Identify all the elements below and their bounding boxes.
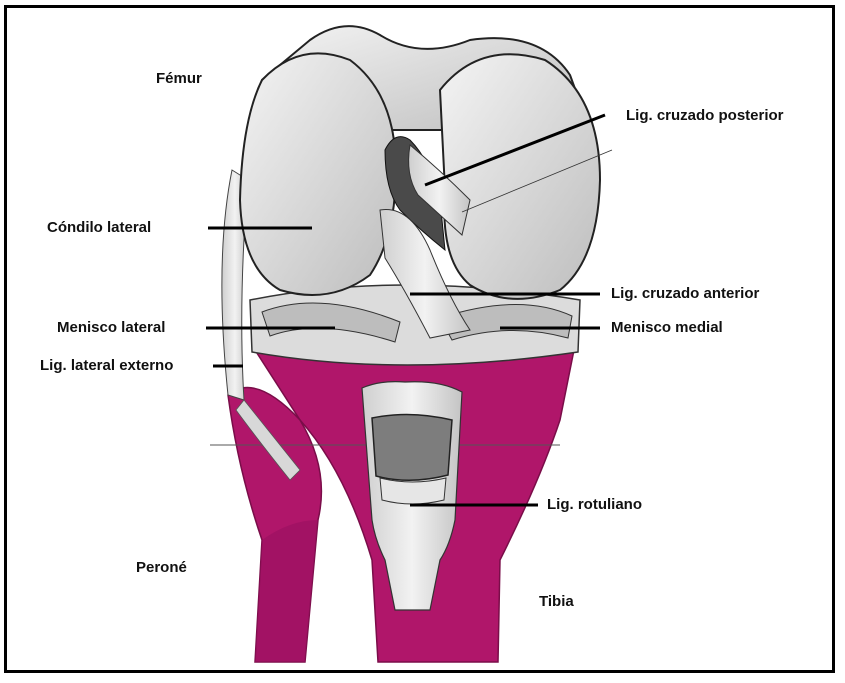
label-condilo-lateral: Cóndilo lateral [47, 219, 151, 236]
label-perone: Peroné [136, 559, 187, 576]
patella [372, 414, 452, 480]
label-menisco-lateral: Menisco lateral [57, 319, 165, 336]
label-lig-cruzado-posterior: Lig. cruzado posterior [626, 107, 784, 124]
lateral-condyle [240, 53, 396, 295]
label-lig-cruzado-anterior: Lig. cruzado anterior [611, 285, 759, 302]
label-tibia: Tibia [539, 593, 574, 610]
label-lig-rotuliano: Lig. rotuliano [547, 496, 642, 513]
label-femur: Fémur [156, 70, 202, 87]
label-menisco-medial: Menisco medial [611, 319, 723, 336]
medial-condyle [440, 54, 600, 299]
label-lig-lateral-externo: Lig. lateral externo [40, 357, 173, 374]
